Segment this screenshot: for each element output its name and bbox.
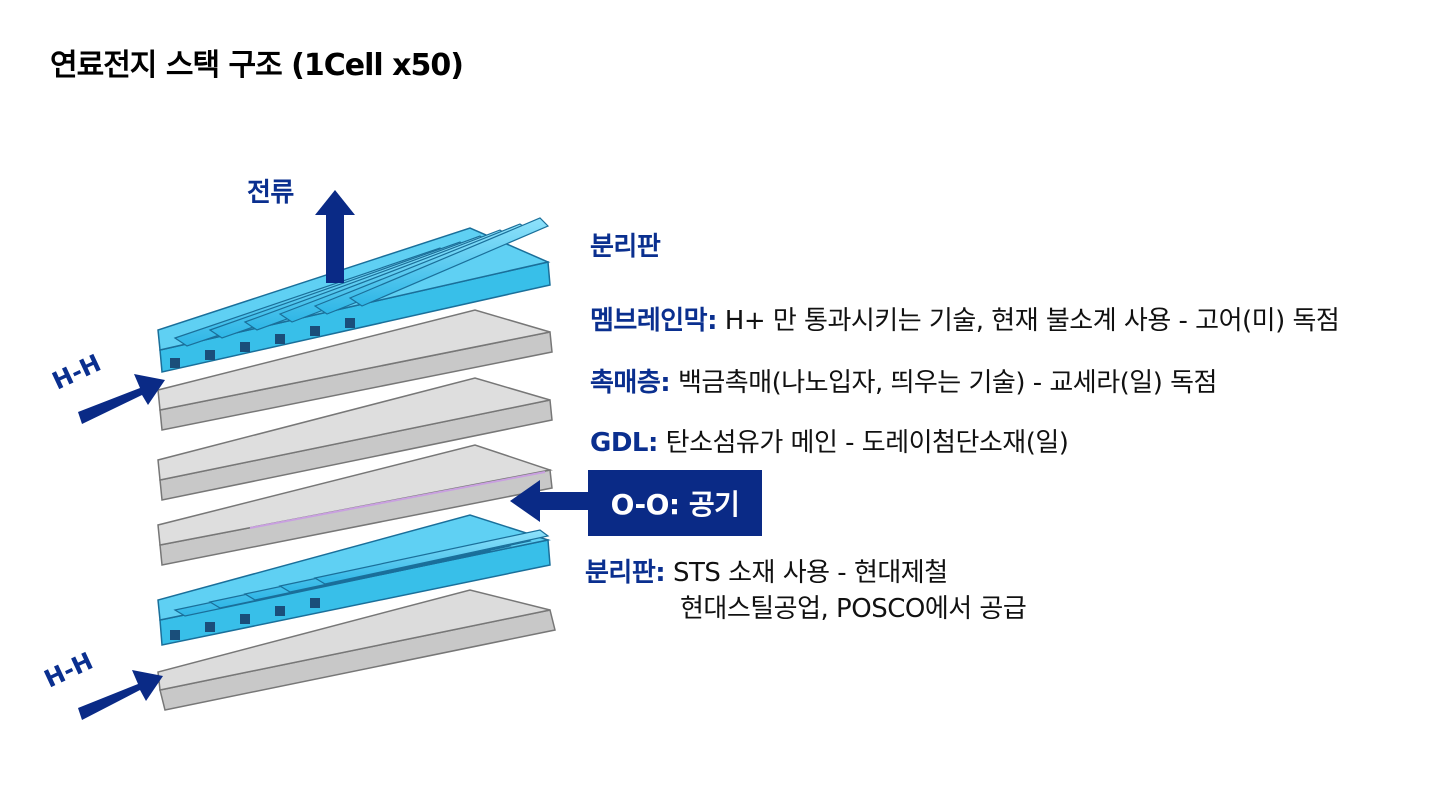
gray-plate-5 — [157, 444, 553, 566]
annotation-gdl: GDL: 탄소섬유가 메인 - 도레이첨단소재(일) — [590, 422, 1069, 459]
gdl-key: GDL: — [590, 428, 658, 458]
annotation-membrane: 멤브레인막: H+ 만 통과시키는 기술, 현재 불소계 사용 - 고어(미) … — [590, 300, 1340, 337]
current-label: 전류 — [247, 178, 294, 208]
membrane-key: 멤브레인막: — [590, 306, 718, 336]
separator-bottom-line1: STS 소재 사용 - 현대제철 — [672, 558, 948, 588]
membrane-text: H+ 만 통과시키는 기술, 현재 불소계 사용 - 고어(미) 독점 — [724, 306, 1340, 336]
gray-plate-4 — [157, 377, 553, 501]
catalyst-key: 촉매층: — [590, 368, 671, 398]
gdl-text: 탄소섬유가 메인 - 도레이첨단소재(일) — [665, 428, 1069, 458]
hydrogen-arrow-top — [78, 374, 165, 424]
current-arrow — [315, 190, 355, 283]
separator-plate-bottom — [157, 514, 551, 646]
annotation-catalyst: 촉매층: 백금촉매(나노입자, 띄우는 기술) - 교세라(일) 독점 — [590, 362, 1217, 399]
annotation-separator-bottom: 분리판: STS 소재 사용 - 현대제철 — [585, 552, 948, 589]
gray-plate-3 — [157, 309, 553, 431]
air-label: O-O: 공기 — [610, 488, 740, 521]
separator-bottom-key: 분리판: — [585, 558, 666, 588]
gray-plate-6 — [157, 589, 556, 711]
separator-plate-top — [157, 217, 551, 373]
air-arrow — [510, 480, 590, 522]
annotation-separator-top: 분리판 — [590, 232, 661, 262]
catalyst-text: 백금촉매(나노입자, 띄우는 기술) - 교세라(일) 독점 — [677, 368, 1218, 398]
air-label-box: O-O: 공기 — [588, 470, 762, 536]
page-title: 연료전지 스택 구조 (1Cell x50) — [50, 48, 464, 83]
separator-bottom-line2: 현대스틸공업, POSCO에서 공급 — [680, 594, 1027, 624]
hydrogen-arrow-bottom — [78, 670, 163, 720]
